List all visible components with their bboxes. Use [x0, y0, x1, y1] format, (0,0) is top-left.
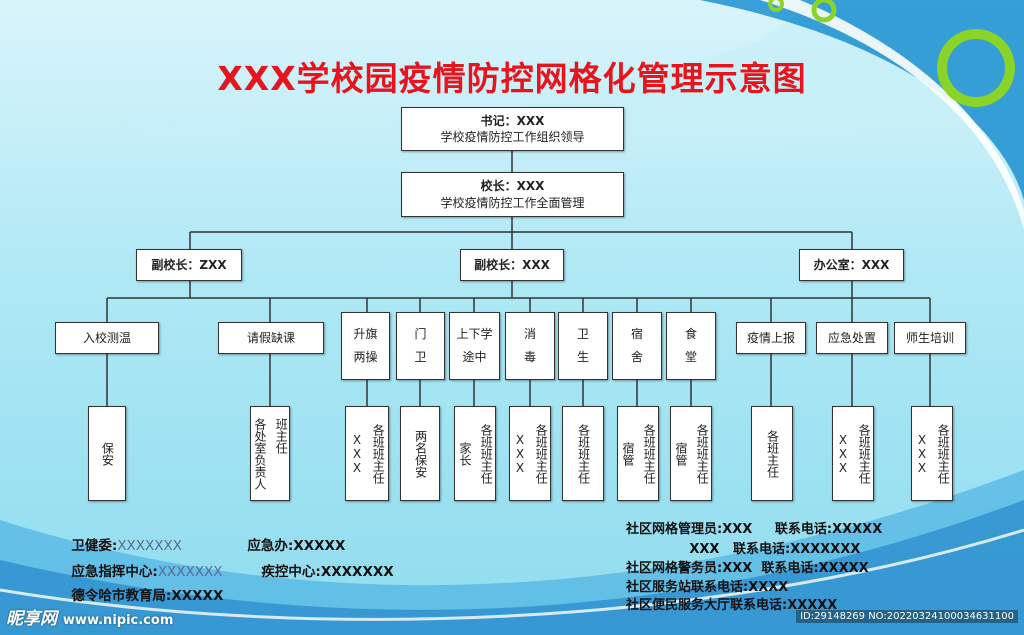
resp-hygiene: 各班班主任 — [562, 406, 604, 501]
contact-label: 应急办: — [247, 538, 294, 554]
contact-command-center: 应急指挥中心:XXXXXXX — [62, 544, 223, 580]
resp-text: 各班班主任 — [695, 423, 710, 484]
resp-text: 各班班主任 — [371, 423, 386, 484]
task-canteen: 食堂 — [666, 312, 716, 380]
principal-box: 校长：XXX 学校疫情防控工作全面管理 — [401, 172, 624, 217]
task-dormitory: 宿舍 — [612, 312, 662, 380]
task-epidemic-report: 疫情上报 — [736, 322, 806, 354]
contact-health-committee: 卫健委:XXXXXXX — [62, 518, 182, 554]
task-leave-absence: 请假缺课 — [218, 322, 324, 354]
resp-text: 各班班主任 — [479, 423, 494, 484]
task-commute: 上下学途中 — [449, 312, 500, 380]
watermark: 昵享网 www.nipic.com — [6, 604, 173, 629]
resp-text: 各班班主任 — [936, 423, 951, 484]
secretary-name: 书记：XXX — [480, 113, 545, 128]
resp-text: 宿管 — [621, 441, 635, 466]
secretary-role: 学校疫情防控工作组织领导 — [440, 130, 585, 144]
image-id-label: ID:29148269 NO:20220324100034631100 — [796, 610, 1018, 623]
task-hygiene: 卫生 — [558, 312, 608, 380]
contact-community-right-3: 社区网格警务员:XXX 联系电话:XXXXX — [626, 561, 869, 576]
contact-value: XXXXX — [293, 538, 346, 554]
resp-text: 班主任 — [274, 417, 289, 454]
task-gate-guard: 门卫 — [396, 312, 445, 380]
resp-gate: 两名保安 — [400, 406, 440, 501]
resp-text: 各班主任 — [765, 429, 780, 478]
resp-canteen: 各班班主任宿管 — [670, 406, 712, 501]
contact-label: 应急指挥中心: — [71, 564, 158, 580]
resp-text: XXX — [836, 432, 850, 475]
task-flag-exercises: 升旗两操 — [341, 312, 390, 380]
contact-value: XXXXX — [171, 588, 224, 604]
resp-text: XXX — [350, 432, 364, 475]
page-title: XXX学校园疫情防控网格化管理示意图 — [217, 59, 807, 98]
resp-security-guard: 保安 — [88, 406, 126, 501]
resp-report: 各班主任 — [751, 406, 793, 501]
ring-icon — [937, 29, 1015, 107]
resp-text: 各班班主任 — [534, 423, 549, 484]
contact-community-right-1: 社区网格管理员:XXX 联系电话:XXXXX — [626, 522, 883, 537]
contact-community-right-4: 社区服务站联系电话:XXXX — [626, 580, 789, 595]
resp-text: 宿管 — [674, 441, 688, 466]
task-canteen-label: 食堂 — [685, 327, 698, 364]
resp-disinfection: 各班班主任 XXX — [509, 406, 551, 501]
resp-commute: 各班班主任家长 — [454, 406, 496, 501]
resp-text: XXX — [915, 432, 929, 475]
resp-office-heads: 班主任各处室负责人 — [250, 406, 290, 501]
task-training: 师生培训 — [894, 322, 966, 354]
resp-text: 各班班主任 — [576, 423, 591, 484]
task-flag-exercises-label: 升旗两操 — [353, 327, 378, 364]
resp-text: 各班班主任 — [642, 423, 657, 484]
secretary-box: 书记：XXX 学校疫情防控工作组织领导 — [401, 107, 624, 151]
contact-value: XXXXXXX — [320, 564, 394, 580]
contact-label: 卫健委: — [71, 538, 118, 554]
contact-value: XXXXXXX — [117, 538, 183, 554]
resp-dormitory: 各班班主任宿管 — [617, 406, 659, 501]
task-disinfection: 消毒 — [505, 312, 555, 380]
contact-community-right-5: 社区便民服务大厅联系电话:XXXXX — [626, 598, 838, 613]
watermark-url: www.nipic.com — [62, 613, 174, 628]
principal-role: 学校疫情防控工作全面管理 — [440, 195, 585, 210]
task-gate-guard-label: 门卫 — [414, 327, 427, 364]
resp-text: 保安 — [100, 441, 115, 466]
principal-name: 校长：XXX — [480, 179, 545, 194]
resp-text: 家长 — [458, 441, 472, 466]
watermark-brand: 昵享网 — [6, 609, 57, 629]
task-dormitory-label: 宿舍 — [631, 327, 644, 364]
contact-label: 德令哈市教育局: — [71, 588, 172, 604]
vice-principal-2-box: 副校长：XXX — [460, 249, 564, 281]
contact-education-bureau: 德令哈市教育局:XXXXX — [62, 568, 223, 604]
resp-flag: 各班班主任 XXX — [345, 406, 389, 501]
task-entry-temperature: 入校测温 — [55, 322, 159, 354]
contact-cdc: 疾控中心:XXXXXXX — [252, 544, 394, 580]
office-box: 办公室：XXX — [799, 249, 904, 281]
resp-text: XXX — [513, 432, 527, 475]
contact-community-right-2: XXX 联系电话:XXXXXXX — [626, 542, 861, 557]
contact-value: XXXXXXX — [157, 564, 223, 580]
resp-training: 各班班主任 XXX — [911, 406, 953, 501]
task-disinfection-label: 消毒 — [524, 327, 537, 364]
task-commute-label: 上下学途中 — [456, 327, 493, 364]
contact-label: 疾控中心: — [261, 564, 321, 580]
resp-text: 两名保安 — [413, 429, 428, 478]
resp-text: 各处室负责人 — [253, 417, 267, 490]
contact-emergency-office: 应急办:XXXXX — [238, 518, 345, 554]
task-hygiene-label: 卫生 — [577, 327, 590, 364]
resp-emergency: 各班班主任 XXX — [832, 406, 874, 501]
task-emergency: 应急处置 — [816, 322, 888, 354]
vice-principal-1-box: 副校长：ZXX — [136, 249, 242, 281]
resp-text: 各班班主任 — [857, 423, 872, 484]
